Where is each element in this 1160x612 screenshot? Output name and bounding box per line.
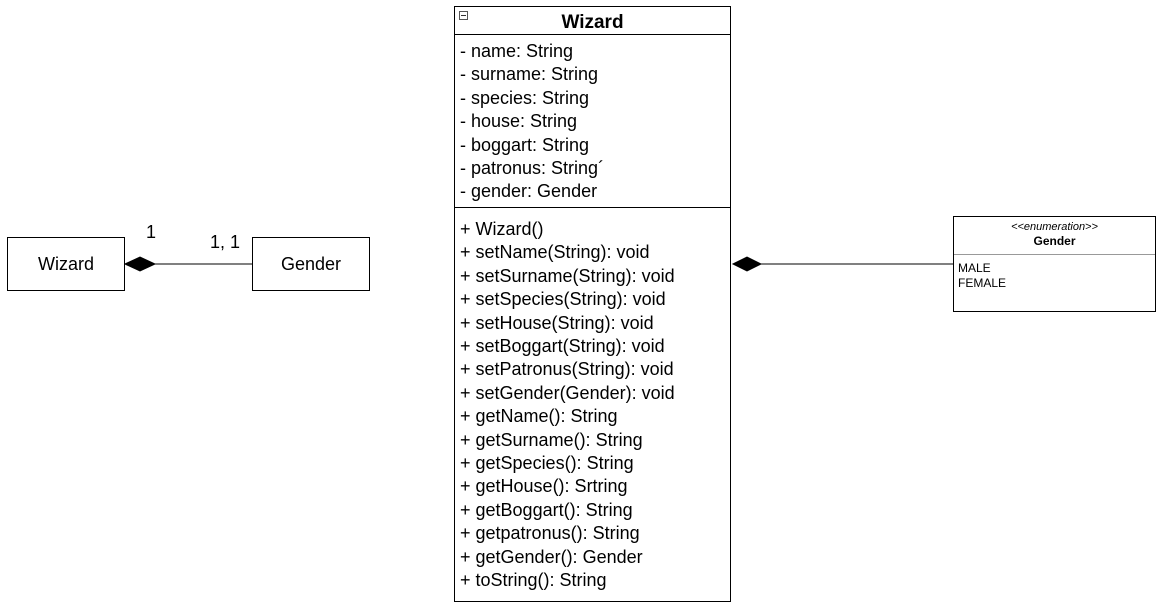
class-operation: + setSpecies(String): void bbox=[460, 289, 666, 310]
enum-literal: MALE bbox=[958, 261, 991, 275]
class-attribute: - species: String bbox=[460, 87, 590, 108]
class-operation: + setGender(Gender): void bbox=[460, 382, 675, 403]
class-operation: + setBoggart(String): void bbox=[460, 336, 665, 357]
class-operation: + getpatronus(): String bbox=[460, 523, 640, 544]
class-attribute: - boggart: String bbox=[460, 134, 590, 155]
class-operation: + toString(): String bbox=[460, 570, 607, 591]
class-operation: + getSurname(): String bbox=[460, 429, 643, 450]
enumeration-stereotype: <<enumeration>> bbox=[1011, 221, 1098, 233]
class-attribute: - gender: Gender bbox=[460, 181, 598, 202]
wizard-class-small[interactable]: Wizard bbox=[7, 237, 125, 291]
wizard-class-box[interactable]: Wizard - name: String- surname: String- … bbox=[454, 6, 731, 602]
class-operation: + Wizard() bbox=[460, 219, 544, 239]
enum-literal: FEMALE bbox=[958, 276, 1007, 290]
wizard-class-small-label: Wizard bbox=[37, 253, 94, 274]
class-operation: + setName(String): void bbox=[460, 242, 650, 263]
gender-class-small-label: Gender bbox=[280, 253, 342, 274]
operations-compartment: + Wizard() + setName(String): void+ setSu… bbox=[455, 208, 730, 593]
class-attribute: - house: String bbox=[460, 111, 578, 132]
class-operation: + setSurname(String): void bbox=[460, 265, 675, 286]
class-attribute: - patronus: String´ bbox=[460, 158, 605, 179]
class-operation: + setHouse(String): void bbox=[460, 312, 654, 333]
collapse-toggle-icon[interactable] bbox=[459, 11, 468, 20]
gender-class-small[interactable]: Gender bbox=[252, 237, 370, 291]
attributes-compartment: - name: String - surname: String- species… bbox=[455, 35, 730, 208]
source-multiplicity-label: 1 bbox=[146, 222, 157, 242]
class-attribute: - name: String bbox=[460, 41, 574, 61]
class-attribute: - surname: String bbox=[460, 64, 599, 85]
class-operation: + getBoggart(): String bbox=[460, 499, 633, 520]
class-operation: + getSpecies(): String bbox=[460, 453, 634, 474]
composition-diamond-main bbox=[731, 256, 763, 272]
class-name: Wizard bbox=[455, 7, 730, 35]
composition-diamond-small bbox=[123, 256, 157, 272]
class-operation: + getName(): String bbox=[460, 406, 618, 427]
enumeration-name: Gender bbox=[954, 234, 1155, 255]
target-multiplicity-label: 1, 1 bbox=[210, 232, 241, 252]
class-operation: + setPatronus(String): void bbox=[460, 359, 674, 380]
class-operation: + getHouse(): Srtring bbox=[460, 476, 628, 497]
class-operation: + getGender(): Gender bbox=[460, 546, 643, 567]
